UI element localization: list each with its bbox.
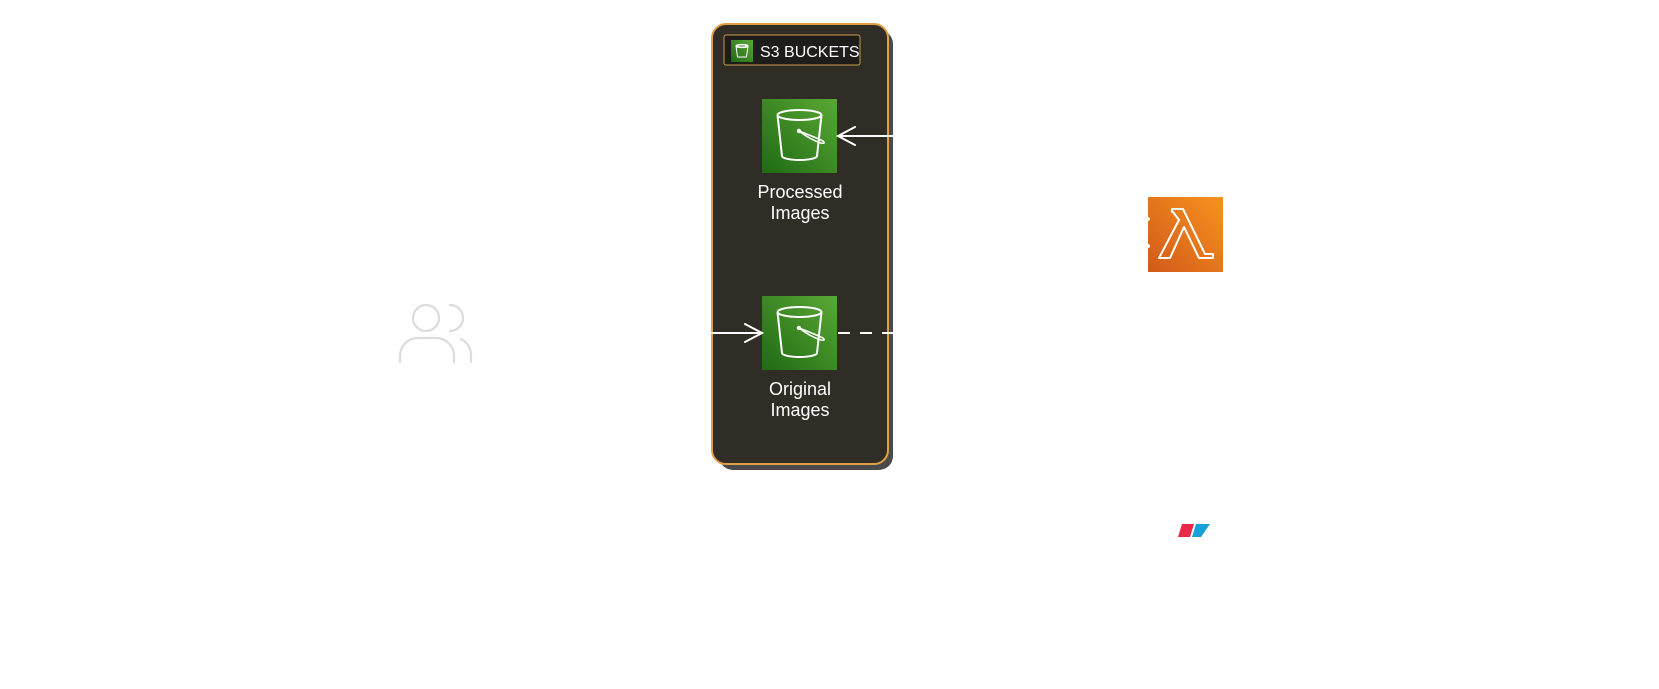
users-icon <box>398 303 473 364</box>
s3-bucket-icon <box>762 99 837 173</box>
original-label-line1: Original <box>769 379 831 399</box>
processed-label-line2: Images <box>770 203 829 223</box>
lambda-icon <box>1146 197 1223 272</box>
processed-label-line1: Processed <box>757 182 842 202</box>
brand-logo-icon <box>1178 524 1210 537</box>
arrow-to-processed <box>835 126 894 146</box>
processed-images-node: Processed Images <box>757 99 843 223</box>
original-images-node: Original Images <box>762 296 837 420</box>
arrow-to-original <box>711 323 765 343</box>
group-box <box>711 23 889 465</box>
group-header: S3 BUCKETS <box>723 34 861 66</box>
s3-group-icon <box>731 40 753 62</box>
group-title: S3 BUCKETS <box>760 44 860 61</box>
original-label-line2: Images <box>770 400 829 420</box>
s3-buckets-group: S3 BUCKETS Processed Images Orig <box>711 23 894 470</box>
s3-bucket-icon <box>762 296 837 370</box>
